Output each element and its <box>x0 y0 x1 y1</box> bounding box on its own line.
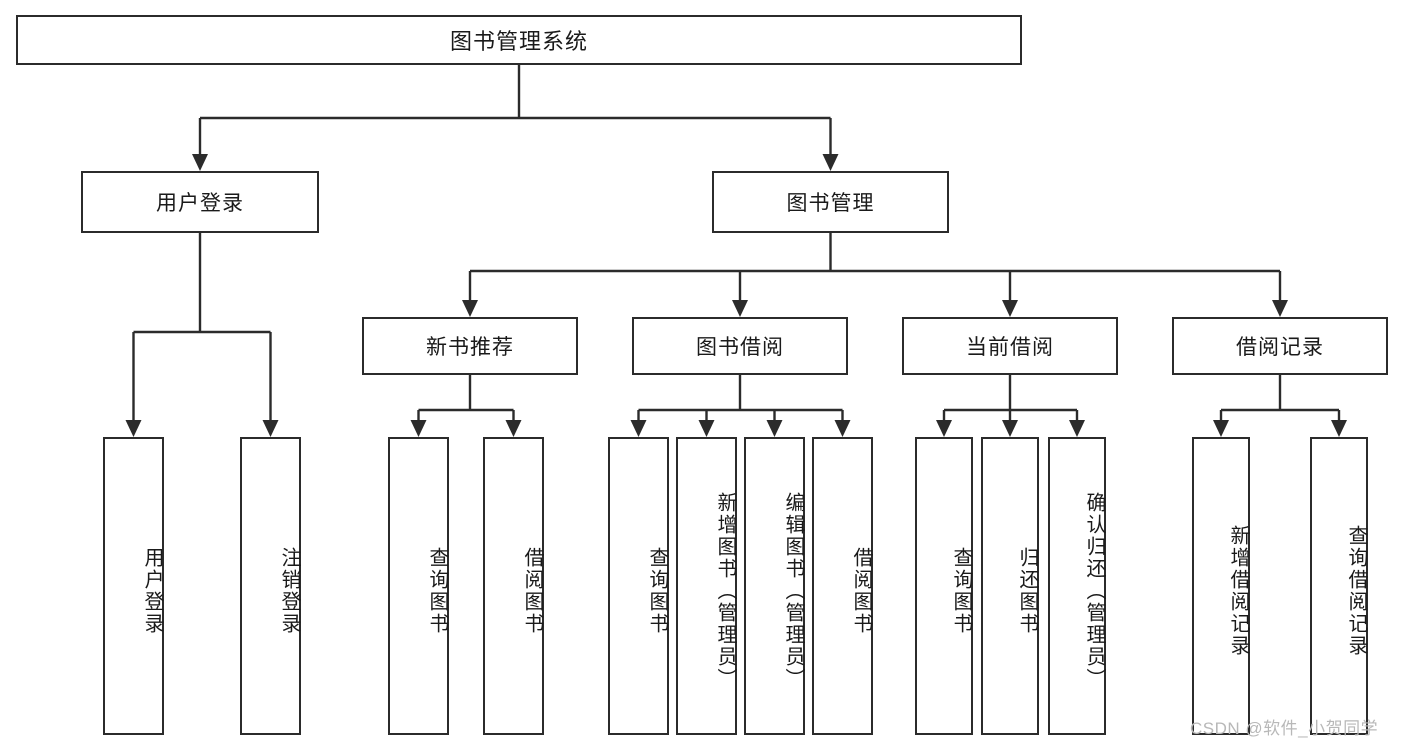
edge-current-leaf-cur-query-arrowhead <box>936 420 952 437</box>
node-current[interactable]: 当前借阅 <box>902 317 1118 375</box>
edge-login-leaf-logout-arrowhead <box>262 420 279 437</box>
node-label: 用户登录 <box>141 547 163 635</box>
edge-bookmgmt-borrow-arrowhead <box>732 300 748 317</box>
edge-records-leaf-rec-add-arrowhead <box>1213 420 1229 437</box>
node-leaf-user-login[interactable]: 用户登录 <box>103 437 164 735</box>
edge-bookmgmt-newbook-arrowhead <box>462 300 478 317</box>
node-label: 确认归还（管理员） <box>1083 492 1105 690</box>
edge-records-leaf-rec-query-arrowhead <box>1331 420 1347 437</box>
node-leaf-cur-confirm[interactable]: 确认归还（管理员） <box>1048 437 1106 735</box>
edge-newbook-leaf-nb-query-arrowhead <box>410 420 427 437</box>
node-label: 新增图书（管理员） <box>714 492 736 690</box>
node-leaf-cur-query[interactable]: 查询图书 <box>915 437 973 735</box>
edge-current-leaf-cur-return-arrowhead <box>1002 420 1018 437</box>
node-leaf-rec-add[interactable]: 新增借阅记录 <box>1192 437 1250 735</box>
node-label: 借阅记录 <box>1236 336 1324 359</box>
node-label: 查询借阅记录 <box>1345 525 1367 657</box>
edge-borrow-leaf-bw-query-arrowhead <box>630 420 647 437</box>
node-label: 查询图书 <box>426 547 448 635</box>
node-borrow[interactable]: 图书借阅 <box>632 317 848 375</box>
node-login[interactable]: 用户登录 <box>81 171 319 233</box>
node-leaf-bw-edit[interactable]: 编辑图书（管理员） <box>744 437 805 735</box>
node-label: 图书借阅 <box>696 336 784 359</box>
edge-root-login-arrowhead <box>192 154 208 171</box>
node-leaf-logout[interactable]: 注销登录 <box>240 437 301 735</box>
node-label: 借阅图书 <box>850 547 872 635</box>
node-bookmgmt[interactable]: 图书管理 <box>712 171 949 233</box>
edge-borrow-leaf-bw-borrow-arrowhead <box>834 420 851 437</box>
node-leaf-bw-add[interactable]: 新增图书（管理员） <box>676 437 737 735</box>
node-label: 当前借阅 <box>966 336 1054 359</box>
edge-root-bookmgmt-arrowhead <box>822 154 839 171</box>
node-label: 新书推荐 <box>426 336 514 359</box>
node-label: 用户登录 <box>156 192 244 215</box>
edge-bookmgmt-current-arrowhead <box>1002 300 1018 317</box>
node-records[interactable]: 借阅记录 <box>1172 317 1388 375</box>
node-label: 归还图书 <box>1016 547 1038 635</box>
edge-newbook-leaf-nb-borrow-arrowhead <box>505 420 522 437</box>
node-leaf-nb-borrow[interactable]: 借阅图书 <box>483 437 544 735</box>
node-leaf-rec-query[interactable]: 查询借阅记录 <box>1310 437 1368 735</box>
edge-login-leaf-user-login-arrowhead <box>125 420 142 437</box>
node-label: 借阅图书 <box>521 547 543 635</box>
edge-borrow-leaf-bw-add-arrowhead <box>698 420 715 437</box>
node-label: 查询图书 <box>950 547 972 635</box>
edge-current-leaf-cur-confirm-arrowhead <box>1069 420 1085 437</box>
node-label: 编辑图书（管理员） <box>782 492 804 690</box>
node-leaf-nb-query[interactable]: 查询图书 <box>388 437 449 735</box>
node-root[interactable]: 图书管理系统 <box>16 15 1022 65</box>
node-leaf-bw-borrow[interactable]: 借阅图书 <box>812 437 873 735</box>
edge-borrow-leaf-bw-edit-arrowhead <box>766 420 783 437</box>
node-label: 新增借阅记录 <box>1227 525 1249 657</box>
node-leaf-bw-query[interactable]: 查询图书 <box>608 437 669 735</box>
node-label: 查询图书 <box>646 547 668 635</box>
node-label: 注销登录 <box>278 547 300 635</box>
node-leaf-cur-return[interactable]: 归还图书 <box>981 437 1039 735</box>
node-newbook[interactable]: 新书推荐 <box>362 317 578 375</box>
watermark: CSDN @软件_小贺同学 <box>1190 719 1379 738</box>
node-label: 图书管理 <box>786 192 875 215</box>
node-label: 图书管理系统 <box>449 29 588 54</box>
edge-bookmgmt-records-arrowhead <box>1272 300 1288 317</box>
